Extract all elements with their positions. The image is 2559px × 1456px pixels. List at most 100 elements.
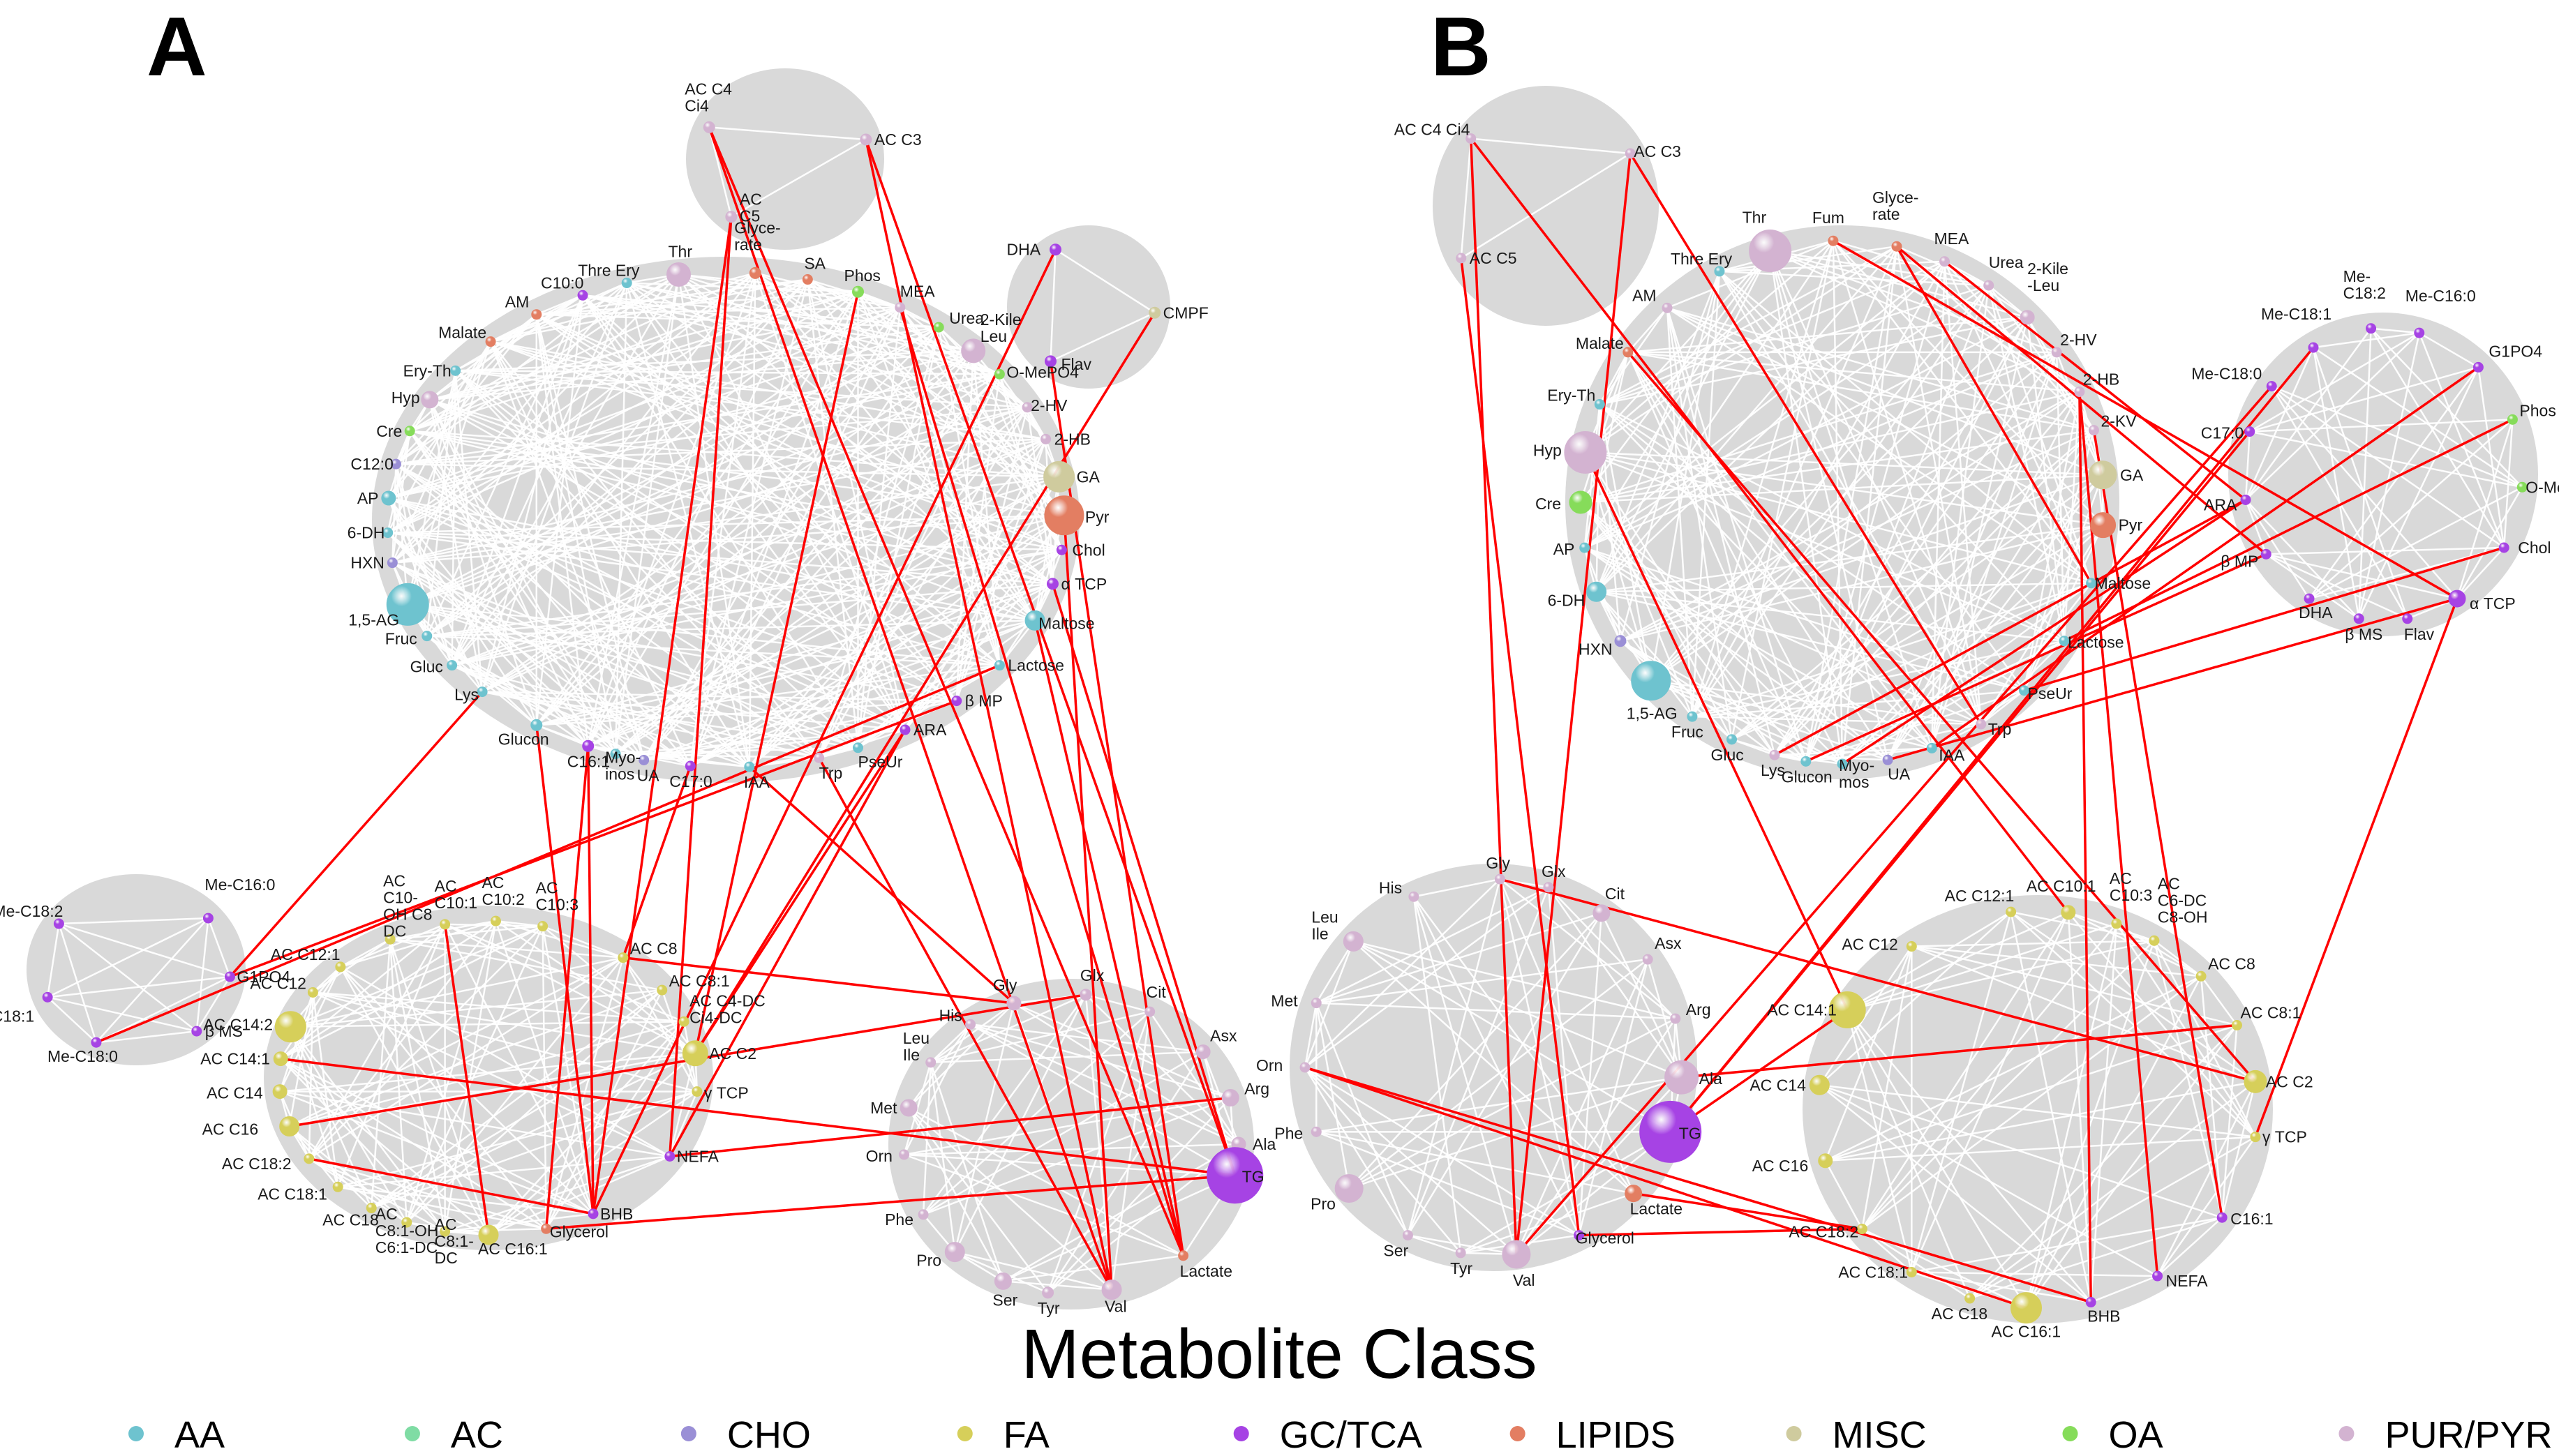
node-ap <box>1579 542 1590 553</box>
node-c16-1 <box>582 740 595 752</box>
intra-edge <box>2312 347 2408 620</box>
node-glycerol <box>1574 1230 1585 1241</box>
intra-edge <box>2023 525 2104 691</box>
inter-edge <box>281 1057 1235 1177</box>
inter-edge <box>1499 878 2256 1083</box>
intra-edge <box>2370 328 2505 548</box>
intra-edge <box>622 957 698 1093</box>
intra-edge <box>1352 940 1671 1133</box>
node-thre-ery <box>621 278 632 289</box>
node-2-kile-leu <box>961 338 986 363</box>
cluster-me-A <box>27 874 246 1065</box>
label-mp: β MP <box>2221 552 2258 570</box>
node-ac-c8-1-dc <box>440 1226 451 1237</box>
node-leu-ile <box>1343 931 1364 952</box>
intra-edge <box>2245 332 2420 501</box>
intra-edge <box>409 430 645 761</box>
intra-edge <box>857 549 1063 749</box>
label-ac-c12: AC C12 <box>250 974 306 992</box>
inter-edge <box>1931 366 2479 749</box>
intra-edge <box>490 340 1046 440</box>
intra-edge <box>1819 1084 2223 1219</box>
node-2-kv <box>2088 425 2099 436</box>
label-ac-c14-1: AC C14:1 <box>200 1050 270 1068</box>
node-ery-th <box>1594 399 1605 410</box>
intra-edge <box>195 976 231 1032</box>
intra-edge <box>1304 1067 1517 1255</box>
label-glycerol: Glycerol <box>1576 1229 1634 1247</box>
label-thre-ery: Thre Ery <box>578 262 640 280</box>
intra-edge <box>290 1026 446 1232</box>
intra-edge <box>1047 1051 1204 1293</box>
intra-edge <box>535 314 645 760</box>
intra-edge <box>2358 366 2479 620</box>
node-ac-c10-oh-c8-dc <box>385 933 396 945</box>
intra-edge <box>972 350 1047 440</box>
intra-edge <box>429 398 957 702</box>
node-me-c18-2 <box>53 918 64 929</box>
node-ac-c10-2 <box>490 915 501 926</box>
label-2-kv: 2-KV <box>2101 412 2137 430</box>
intra-edge <box>1911 945 2256 1083</box>
legend-label: AC <box>451 1414 503 1456</box>
node-pro <box>944 1242 965 1263</box>
inter-edge <box>1515 385 2273 1256</box>
label-flav: Flav <box>1061 355 1092 373</box>
intra-edge <box>1585 451 2065 642</box>
intra-edge <box>96 917 209 1044</box>
intra-edge <box>290 925 544 1028</box>
intra-edge <box>280 966 341 1060</box>
node-ms <box>191 1026 202 1037</box>
intra-edge <box>1627 316 2028 354</box>
intra-edge <box>280 1058 594 1215</box>
node-tcp <box>692 1086 703 1097</box>
intra-edge <box>1407 878 1501 1236</box>
intra-edge <box>969 1023 1236 1176</box>
intra-edge <box>1584 316 2028 549</box>
intra-edge <box>452 549 1062 666</box>
intra-edge <box>387 532 589 747</box>
intra-edge <box>1460 1131 1671 1254</box>
intra-edge <box>454 370 859 749</box>
node-nefa <box>664 1151 676 1162</box>
intra-edge <box>535 314 589 746</box>
intra-edge <box>391 341 492 564</box>
legend-label: GC/TCA <box>1280 1414 1422 1456</box>
intra-edge <box>689 549 1063 767</box>
label-ga: GA <box>2120 466 2144 484</box>
intra-edge <box>1861 975 2202 1230</box>
label-mea: MEA <box>1934 230 1970 248</box>
label-val: Val <box>1513 1271 1535 1289</box>
node-thr <box>1749 230 1792 273</box>
intra-edge <box>1412 896 1518 1255</box>
label-phos: Phos <box>844 267 881 285</box>
legend-swatch <box>680 1426 696 1441</box>
label-me-c18-0: Me-C18:0 <box>2191 365 2262 383</box>
intra-edge <box>489 341 692 767</box>
label-nefa: NEFA <box>2166 1272 2209 1290</box>
node-maltose <box>2086 578 2097 589</box>
intra-edge <box>1583 404 1601 548</box>
intra-edge <box>1412 896 1580 1236</box>
label-ac-c18-2: AC C18:2 <box>1789 1223 1858 1241</box>
label-glyce-rate: Glyce-rate <box>734 218 780 253</box>
label-ga: GA <box>1077 467 1101 486</box>
node-myo-mos <box>1837 758 1848 770</box>
intra-edge <box>279 1090 671 1157</box>
intra-edge <box>955 407 1029 701</box>
intra-edge <box>490 340 820 759</box>
intra-edge <box>2244 499 2311 599</box>
inter-edge <box>1887 597 2458 761</box>
label-ac-c14: AC C14 <box>1749 1076 1806 1094</box>
intra-edge <box>582 294 1028 409</box>
intra-edge <box>1585 451 2091 585</box>
legend-item-fa: FA <box>957 1414 1050 1456</box>
node-ac-c8-1-oh-c6-1-dc <box>401 1217 412 1228</box>
intra-edge <box>1315 940 1355 1004</box>
intra-edge <box>1353 940 1676 1020</box>
intra-edge <box>1304 1003 1318 1068</box>
label-c10-0: C10:0 <box>541 273 583 292</box>
